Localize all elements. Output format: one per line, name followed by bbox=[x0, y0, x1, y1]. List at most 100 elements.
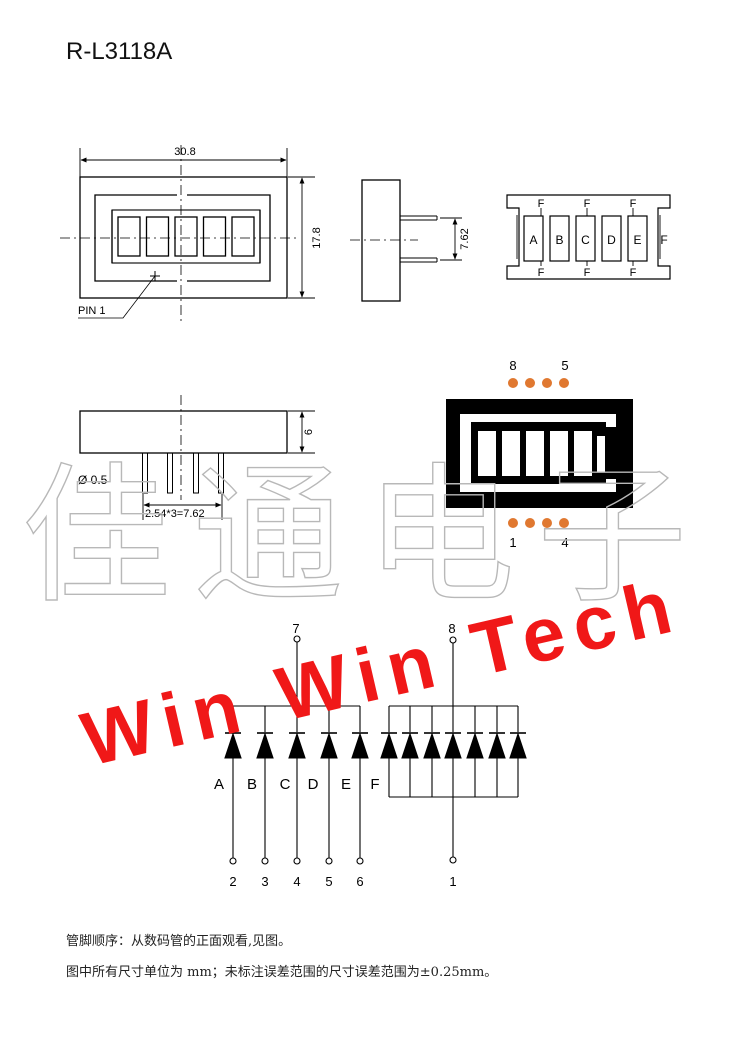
back-frame-label: F bbox=[584, 198, 591, 210]
pin-terminal bbox=[229, 857, 237, 865]
back-frame-label: F bbox=[630, 198, 637, 210]
back-frame-label: F bbox=[660, 233, 667, 247]
bottom-body-outline bbox=[79, 410, 288, 454]
cathode-pin-label: 1 bbox=[449, 874, 456, 889]
side-body-outline bbox=[361, 179, 401, 302]
pinout-dot-bottom bbox=[542, 518, 552, 528]
part-number-title: R-L3118A bbox=[66, 38, 173, 65]
pin-terminal bbox=[356, 857, 364, 865]
pinout-segment bbox=[502, 431, 520, 476]
pin-label-4: 4 bbox=[561, 535, 568, 550]
pin1-label: PIN 1 bbox=[78, 305, 106, 317]
back-segment-label: D bbox=[607, 233, 616, 247]
back-frame-label: F bbox=[538, 267, 545, 279]
back-segment-label: B bbox=[555, 233, 563, 247]
schematic bbox=[224, 635, 527, 865]
pin-spacing-dimension: 7.62 bbox=[459, 228, 471, 249]
bottom-pin bbox=[193, 452, 199, 494]
back-view bbox=[506, 194, 671, 280]
back-segment bbox=[601, 215, 622, 262]
depth-dimension: 6 bbox=[303, 429, 315, 435]
pinout-dot-top bbox=[559, 378, 569, 388]
front-segment bbox=[202, 216, 227, 257]
note-dimension-units: 图中所有尺寸单位为 mm；未标注误差范围的尺寸误差范围为±0.25mm。 bbox=[66, 965, 498, 980]
cathode-pin-label: 6 bbox=[356, 874, 363, 889]
common-pin-label: 7 bbox=[292, 621, 299, 636]
schematic-segment-label: F bbox=[370, 776, 379, 793]
back-frame-label: F bbox=[538, 198, 545, 210]
pin-terminal bbox=[449, 636, 457, 644]
pinout-graphic bbox=[446, 378, 633, 528]
pin-label-1: 1 bbox=[509, 535, 516, 550]
led-diode bbox=[256, 732, 274, 759]
cathode-pin-label: 4 bbox=[293, 874, 300, 889]
bottom-pin bbox=[142, 452, 148, 494]
note-pin-order: 管脚顺序：从数码管的正面观看,见图。 bbox=[66, 934, 292, 949]
back-segment-label: E bbox=[633, 233, 641, 247]
schematic-segment-label: A bbox=[214, 776, 224, 793]
back-segment bbox=[575, 215, 596, 262]
front-view bbox=[60, 145, 315, 322]
common-pin-label: 8 bbox=[448, 621, 455, 636]
schematic-segment-label: D bbox=[308, 776, 319, 793]
chinese-watermark: 佳通电子 bbox=[21, 452, 709, 620]
pin-terminal bbox=[293, 635, 301, 643]
led-diode bbox=[444, 732, 462, 759]
back-segment-label: A bbox=[529, 233, 537, 247]
pin1-leader bbox=[78, 275, 156, 319]
pinout-dot-bottom bbox=[559, 518, 569, 528]
bottom-pin bbox=[218, 452, 224, 494]
led-diode bbox=[224, 732, 242, 759]
back-segment-label: C bbox=[581, 233, 590, 247]
pinout-segment bbox=[526, 431, 544, 476]
schematic-segment-label: E bbox=[341, 776, 351, 793]
led-diode bbox=[466, 732, 484, 759]
side-pin-lower bbox=[400, 257, 438, 263]
cathode-pin-label: 3 bbox=[261, 874, 268, 889]
pinout-segment bbox=[574, 431, 592, 476]
led-diode bbox=[380, 732, 398, 759]
front-segment bbox=[145, 216, 170, 257]
pinout-segment bbox=[550, 431, 568, 476]
schematic-segment-label: C bbox=[280, 776, 291, 793]
pinout-dot-bottom bbox=[508, 518, 518, 528]
pinout-dot-top bbox=[542, 378, 552, 388]
side-view bbox=[350, 179, 462, 302]
back-frame-label: F bbox=[584, 267, 591, 279]
front-outline bbox=[79, 176, 288, 299]
led-diode bbox=[320, 732, 338, 759]
front-segment bbox=[117, 216, 141, 257]
pin-terminal bbox=[325, 857, 333, 865]
schematic-segment-label: B bbox=[247, 776, 257, 793]
back-segment bbox=[627, 215, 648, 262]
cathode-pin-label: 5 bbox=[325, 874, 332, 889]
led-diode bbox=[423, 732, 441, 759]
pinout-dot-bottom bbox=[525, 518, 535, 528]
pinout-dot-top bbox=[508, 378, 518, 388]
back-outer-frame bbox=[506, 194, 671, 280]
cathode-pin-label: 2 bbox=[229, 874, 236, 889]
back-frame-label: F bbox=[630, 267, 637, 279]
pin-label-8: 8 bbox=[509, 358, 516, 373]
back-segment bbox=[523, 215, 544, 262]
width-dimension: 30.8 bbox=[174, 146, 195, 158]
front-segment-window bbox=[111, 209, 261, 264]
pinout-segment bbox=[478, 431, 496, 476]
bottom-pin bbox=[167, 452, 173, 494]
led-diode bbox=[288, 732, 306, 759]
front-segment bbox=[231, 216, 255, 257]
pin-pitch-dimension: 2.54*3=7.62 bbox=[145, 508, 205, 520]
height-dimension: 17.8 bbox=[311, 227, 323, 248]
back-segment bbox=[549, 215, 570, 262]
pin-terminal bbox=[449, 856, 457, 864]
pinout-dot-top bbox=[525, 378, 535, 388]
led-diode bbox=[351, 732, 369, 759]
pin-terminal bbox=[261, 857, 269, 865]
side-pin-upper bbox=[400, 215, 438, 221]
bottom-view bbox=[79, 395, 315, 520]
pin-label-5: 5 bbox=[561, 358, 568, 373]
pin-diameter-dimension: Ø 0.5 bbox=[78, 473, 108, 487]
pin-terminal bbox=[293, 857, 301, 865]
led-diode bbox=[401, 732, 419, 759]
